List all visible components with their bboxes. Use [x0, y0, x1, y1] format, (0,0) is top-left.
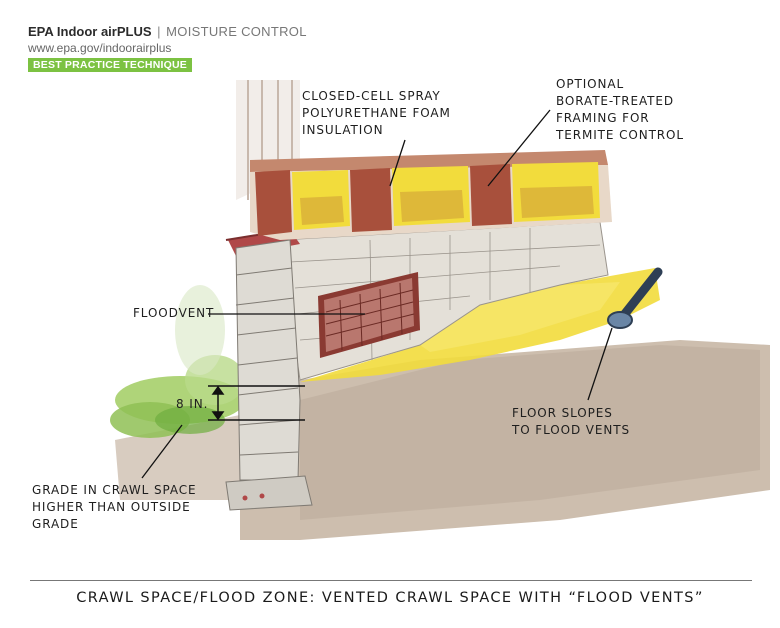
label-borate-line4: TERMITE CONTROL [556, 128, 684, 142]
label-borate-line2: BORATE-TREATED [556, 94, 675, 108]
label-floor-slopes: FLOOR SLOPES TO FLOOD VENTS [512, 405, 630, 439]
label-borate-line3: FRAMING FOR [556, 111, 650, 125]
label-spray-foam-line1: CLOSED-CELL SPRAY [302, 89, 441, 103]
label-floor-slopes-line1: FLOOR SLOPES [512, 406, 613, 420]
label-borate-framing: OPTIONAL BORATE-TREATED FRAMING FOR TERM… [556, 76, 684, 144]
best-practice-badge: BEST PRACTICE TECHNIQUE [28, 58, 192, 72]
label-grade: GRADE IN CRAWL SPACE HIGHER THAN OUTSIDE… [32, 482, 197, 533]
flood-vent [318, 272, 420, 358]
caption-divider [30, 580, 752, 581]
label-grade-line1: GRADE IN CRAWL SPACE [32, 483, 197, 497]
label-borate-line1: OPTIONAL [556, 77, 625, 91]
header: EPA Indoor airPLUS | MOISTURE CONTROL ww… [28, 24, 307, 73]
label-spray-foam: CLOSED-CELL SPRAY POLYURETHANE FOAM INSU… [302, 88, 451, 139]
label-grade-line2: HIGHER THAN OUTSIDE [32, 500, 191, 514]
crawl-space-ground [240, 340, 770, 540]
spray-foam-insulation [292, 162, 600, 230]
header-separator: | [157, 24, 161, 39]
label-spray-foam-line2: POLYURETHANE FOAM [302, 106, 451, 120]
figure-caption: CRAWL SPACE/FLOOD ZONE: VENTED CRAWL SPA… [76, 590, 704, 606]
label-spray-foam-line3: INSULATION [302, 123, 384, 137]
label-floodvent: FLOODVENT [133, 306, 215, 320]
header-url: www.epa.gov/indoorairplus [28, 41, 172, 55]
header-title-line: EPA Indoor airPLUS | MOISTURE CONTROL [28, 24, 307, 39]
drain-pipe [607, 267, 663, 329]
label-grade-line3: GRADE [32, 517, 79, 531]
leader-lines [141, 109, 613, 479]
header-category: MOISTURE CONTROL [166, 24, 307, 39]
dimension-8in [208, 385, 305, 421]
label-floor-slopes-line2: TO FLOOD VENTS [512, 423, 631, 437]
label-dimension-8in: 8 IN. [176, 397, 209, 411]
brand-name: EPA Indoor airPLUS [28, 24, 152, 39]
